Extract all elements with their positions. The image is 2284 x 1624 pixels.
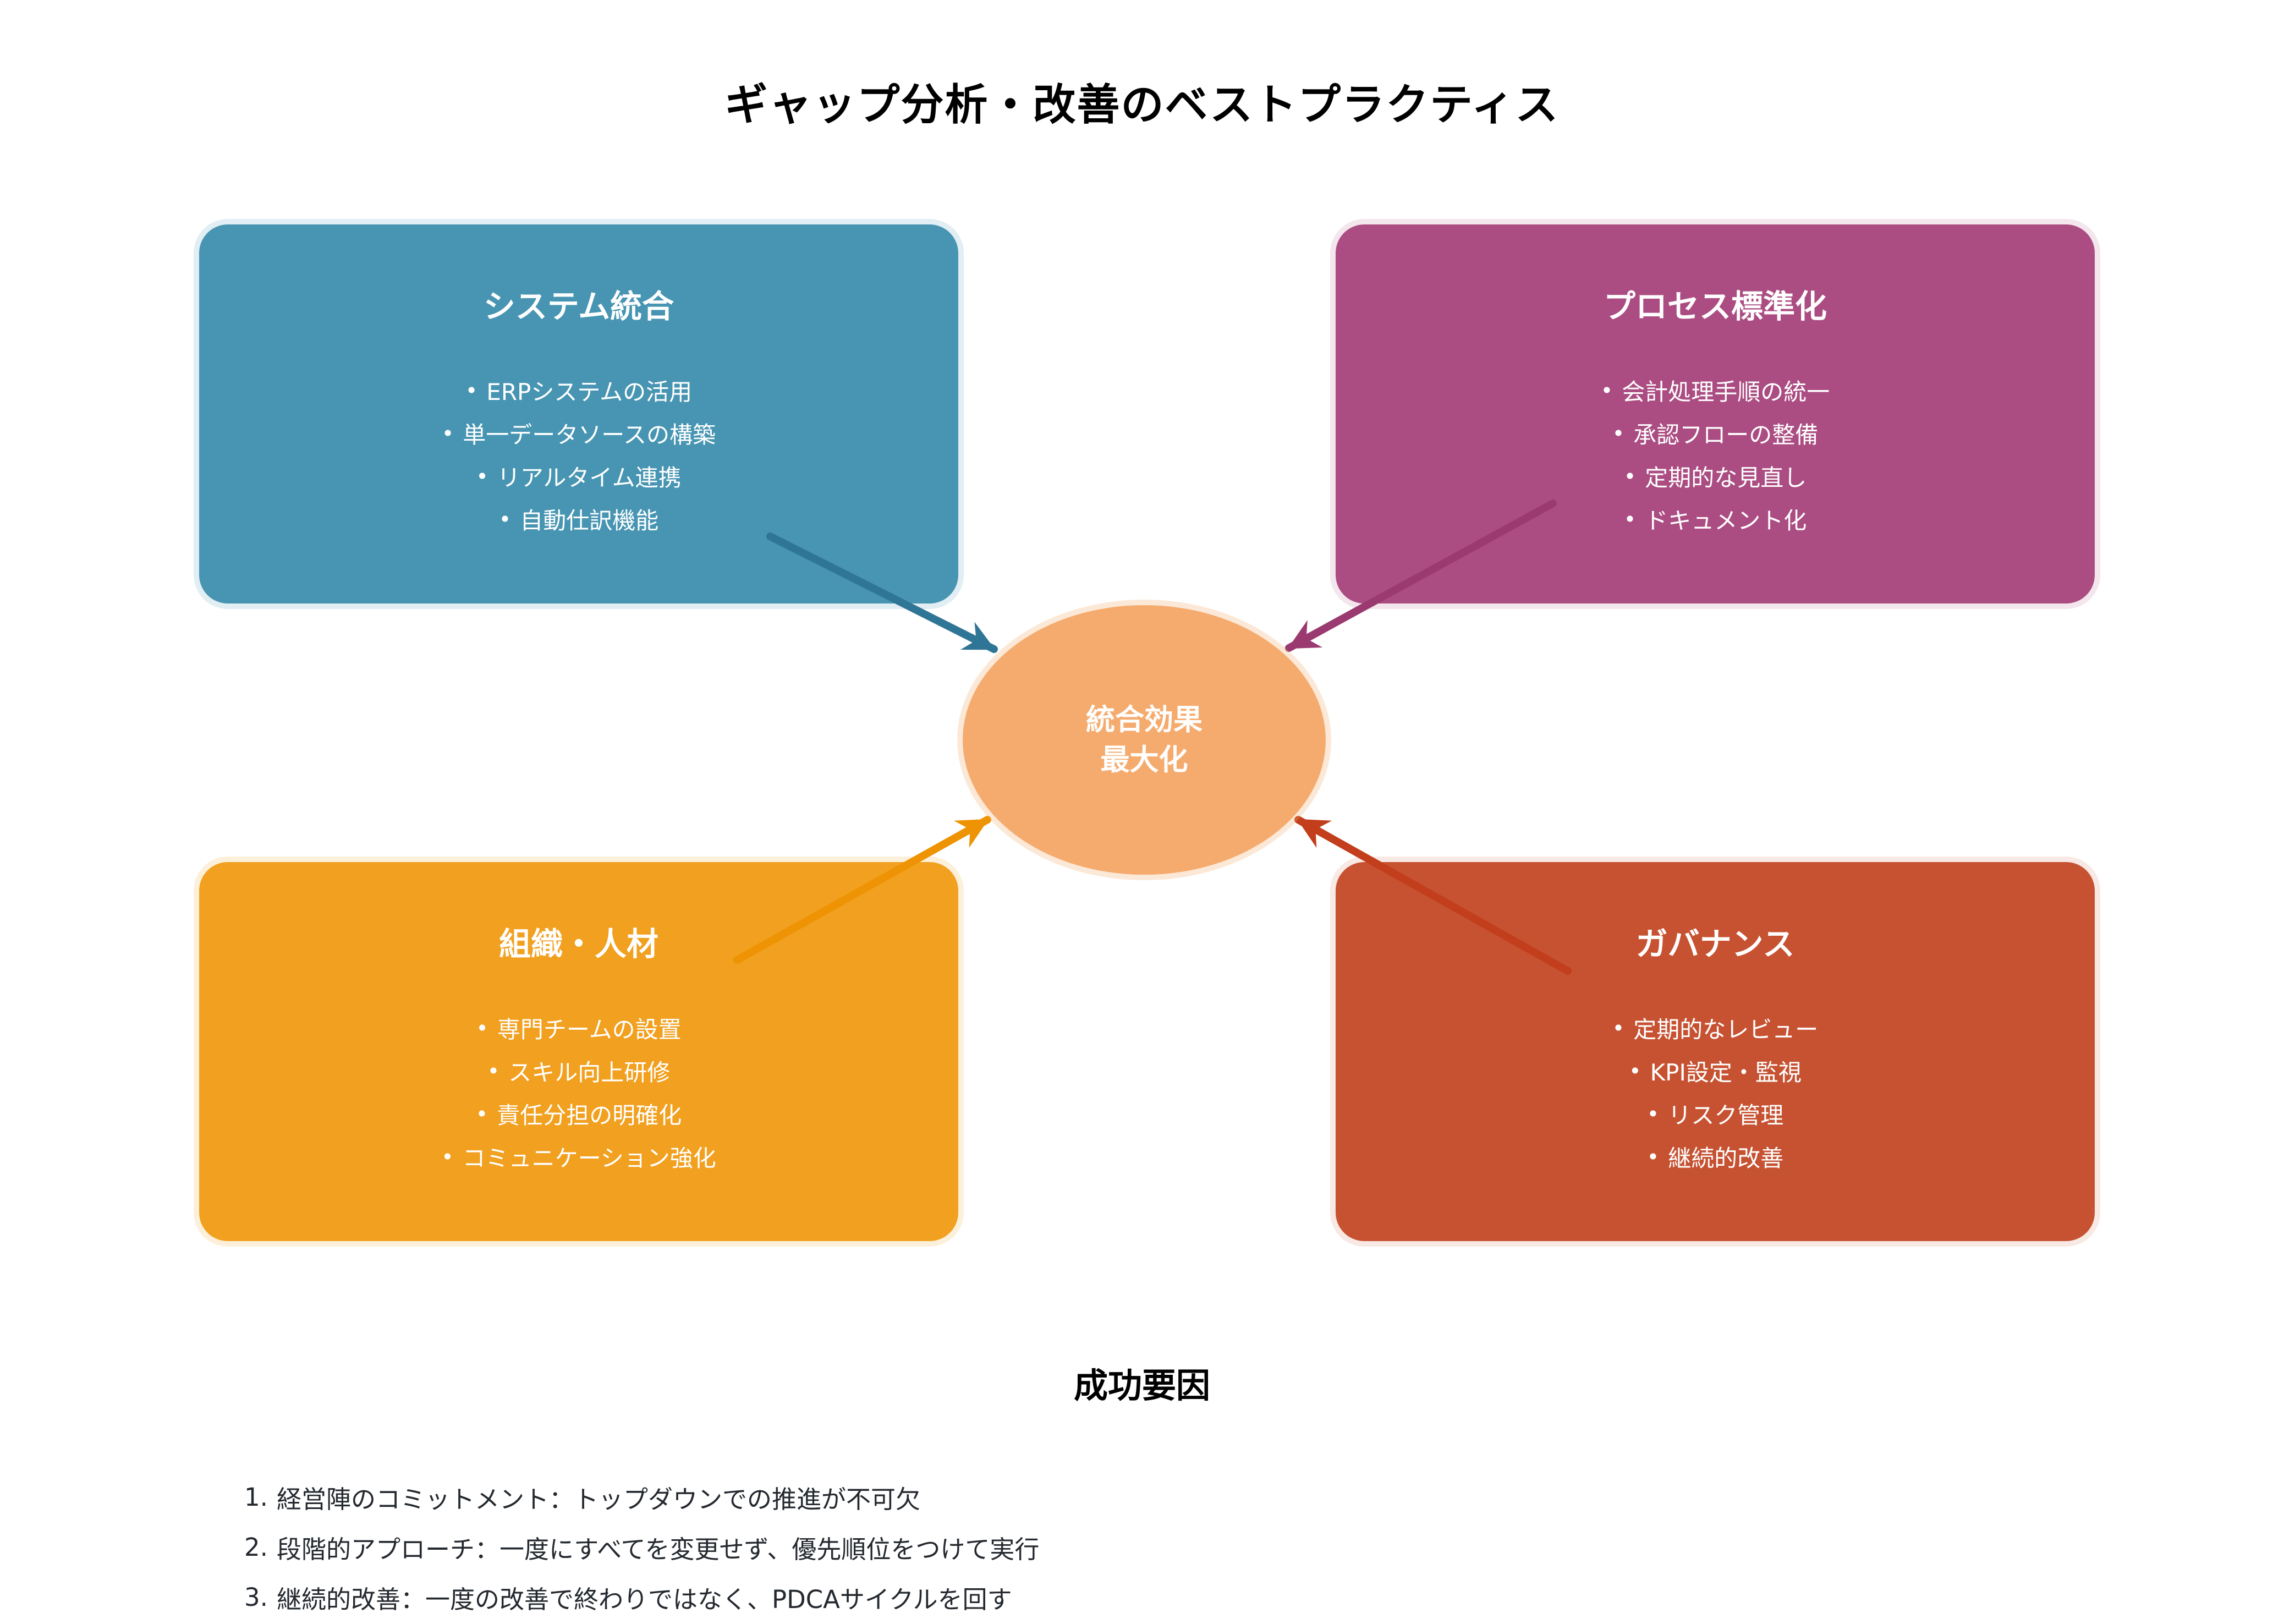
diagram-title: ギャップ分析・改善のベストプラクティス (724, 80, 1560, 130)
arrow-organization-talent (733, 816, 991, 964)
bullet-text: 責任分担の明確化 (497, 1102, 682, 1129)
box-heading: ガバナンス (1635, 925, 1795, 963)
bullet-dot-icon: • (465, 378, 478, 403)
bullet-dot-icon: • (1646, 1144, 1660, 1169)
bullet-item: • 定期的な見直し (1624, 455, 1807, 498)
bullet-list: • 専門チームの設置 • スキル向上研修 • 責任分担の明確化 • コミュニケー… (441, 1007, 716, 1178)
bullet-dot-icon: • (475, 1101, 488, 1126)
bullet-dot-icon: • (441, 1144, 454, 1169)
box-governance: ガバナンス • 定期的なレビュー • KPI設定・監視 • リスク管理 • 継続… (1336, 862, 2095, 1241)
item-text: 経営陣のコミットメント：トップダウンでの推進が不可欠 (276, 1485, 920, 1514)
bullet-text: 継続的改善 (1668, 1145, 1784, 1172)
bullet-text: 定期的なレビュー (1633, 1016, 1819, 1044)
bullet-dot-icon: • (1600, 378, 1613, 403)
bullet-dot-icon: • (1612, 421, 1625, 446)
bullet-item: • 専門チームの設置 (476, 1007, 681, 1050)
bullet-text: 単一データソースの構築 (463, 421, 716, 449)
bullet-text: 承認フローの整備 (1633, 421, 1819, 449)
bullet-text: ERPシステムの活用 (486, 378, 693, 406)
ellipse-text-line2: 最大化 (1100, 743, 1188, 777)
bullet-item: • 会計処理手順の統一 (1601, 369, 1830, 412)
bullet-item: • KPI設定・監視 (1629, 1050, 1802, 1093)
bullet-item: • ERPシステムの活用 (465, 369, 692, 412)
item-number: 1. (244, 1483, 268, 1512)
bullet-text: ドキュメント化 (1645, 507, 1807, 535)
bullet-item: • 自動仕訳機能 (499, 498, 658, 541)
bullet-dot-icon: • (487, 1058, 500, 1083)
bullet-list: • 定期的なレビュー • KPI設定・監視 • リスク管理 • 継続的改善 (1612, 1007, 1818, 1178)
bullet-text: 専門チームの設置 (497, 1016, 682, 1044)
bullet-item: • 継続的改善 (1647, 1135, 1783, 1178)
bullet-dot-icon: • (476, 464, 488, 489)
item-text: 継続的改善：一度の改善で終わりではなく、PDCAサイクルを回す (276, 1585, 1012, 1614)
bullet-item: • リアルタイム連携 (476, 455, 681, 498)
bullet-dot-icon: • (1629, 1058, 1641, 1083)
ellipse-text-line1: 統合効果 (1086, 703, 1203, 737)
arrow-process-standardization (1285, 500, 1557, 652)
box-organization-talent: 組織・人材 • 専門チームの設置 • スキル向上研修 • 責任分担の明確化 • … (199, 862, 958, 1241)
bullet-dot-icon: • (1612, 1016, 1625, 1040)
box-system-integration: システム統合 • ERPシステムの活用 • 単一データソースの構築 • リアルタ… (199, 224, 958, 603)
box-heading: プロセス標準化 (1603, 288, 1827, 325)
bullet-item: • スキル向上研修 (487, 1050, 670, 1093)
success-factors-list: 1. 経営陣のコミットメント：トップダウンでの推進が不可欠 2. 段階的アプロー… (244, 1472, 1039, 1622)
bullet-item: • 責任分担の明確化 (476, 1093, 682, 1135)
bullet-item: • 承認フローの整備 (1612, 412, 1818, 455)
success-factors-heading: 成功要因 (1073, 1365, 1210, 1406)
list-item: 2. 段階的アプローチ：一度にすべてを変更せず、優先順位をつけて実行 (244, 1522, 1039, 1572)
bullet-item: • 定期的なレビュー (1612, 1007, 1818, 1050)
box-heading: システム統合 (483, 288, 674, 325)
bullet-text: 会計処理手順の統一 (1622, 378, 1830, 406)
list-item: 1. 経営陣のコミットメント：トップダウンでの推進が不可欠 (244, 1472, 1039, 1522)
bullet-list: • 会計処理手順の統一 • 承認フローの整備 • 定期的な見直し • ドキュメン… (1601, 369, 1830, 541)
item-number: 2. (244, 1533, 268, 1562)
bullet-text: コミュニケーション強化 (462, 1145, 716, 1172)
bullet-item: • ドキュメント化 (1624, 498, 1807, 541)
bullet-dot-icon: • (441, 421, 454, 446)
bullet-text: リスク管理 (1668, 1102, 1784, 1129)
bullet-item: • コミュニケーション強化 (441, 1135, 716, 1178)
bullet-text: リアルタイム連携 (497, 464, 682, 492)
center-ellipse: 統合効果 最大化 (963, 605, 1326, 875)
bullet-list: • ERPシステムの活用 • 単一データソースの構築 • リアルタイム連携 • … (442, 369, 716, 541)
bullet-item: • 単一データソースの構築 (442, 412, 716, 455)
bullet-dot-icon: • (1623, 464, 1637, 489)
bullet-text: 定期的な見直し (1645, 464, 1807, 492)
item-number: 3. (244, 1583, 268, 1612)
bullet-dot-icon: • (498, 507, 512, 531)
bullet-text: KPI設定・監視 (1650, 1059, 1802, 1087)
bullet-text: スキル向上研修 (508, 1059, 671, 1087)
bullet-dot-icon: • (1623, 507, 1637, 531)
bullet-item: • リスク管理 (1647, 1093, 1783, 1135)
list-item: 3. 継続的改善：一度の改善で終わりではなく、PDCAサイクルを回す (244, 1572, 1039, 1622)
arrow-governance (1294, 816, 1572, 975)
bullet-text: 自動仕訳機能 (520, 507, 659, 535)
item-text: 段階的アプローチ：一度にすべてを変更せず、優先順位をつけて実行 (276, 1535, 1040, 1564)
box-heading: 組織・人材 (498, 925, 658, 963)
bullet-dot-icon: • (1646, 1101, 1660, 1126)
arrow-system-integration (766, 533, 998, 653)
box-process-standardization: プロセス標準化 • 会計処理手順の統一 • 承認フローの整備 • 定期的な見直し… (1336, 224, 2095, 603)
bullet-dot-icon: • (476, 1016, 488, 1040)
